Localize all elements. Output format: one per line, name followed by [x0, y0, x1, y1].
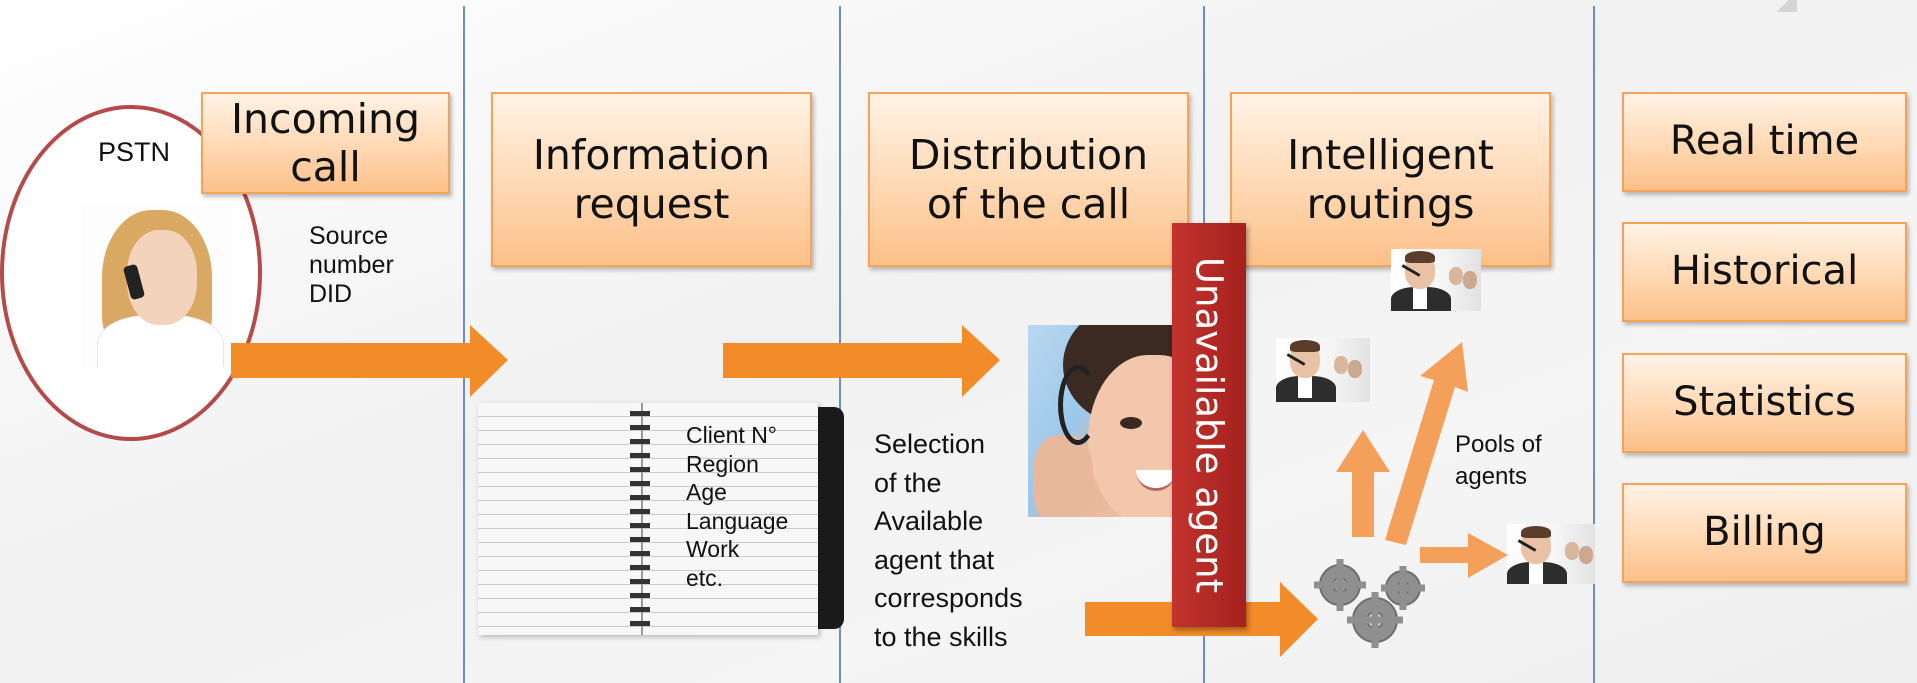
agent-avatar-top	[1391, 249, 1481, 311]
source-number-text: Source number DID	[309, 222, 394, 308]
report-statistics: Statistics	[1622, 353, 1907, 453]
corner-decoration	[1769, 0, 1797, 12]
stage-information-request: Information request	[491, 92, 812, 267]
selection-text: Selection of the Available agent that co…	[874, 429, 1023, 652]
agent-avatar-right	[1507, 524, 1595, 584]
arrow-right	[1420, 533, 1508, 578]
client-notebook	[478, 403, 844, 635]
pstn-label: PSTN	[98, 137, 171, 167]
client-fields-text: Client N° Region Age Language Work etc.	[686, 422, 789, 591]
stage-distribution: Distribution of the call	[868, 92, 1189, 267]
stage-incoming-call: Incoming call	[201, 92, 450, 194]
arrow-incoming	[231, 325, 508, 397]
arrow-up	[1336, 430, 1390, 537]
caller-photo	[82, 205, 234, 367]
arrow-information	[723, 325, 1000, 397]
stage-intelligent-routings: Intelligent routings	[1230, 92, 1551, 267]
gears-icon	[1314, 559, 1425, 648]
column-separator-4	[1593, 6, 1595, 683]
report-billing: Billing	[1622, 483, 1907, 583]
pools-of-agents-label: Pools of agents	[1455, 431, 1542, 490]
report-historical: Historical	[1622, 222, 1907, 322]
arrow-diagonal	[1385, 342, 1468, 545]
report-real-time: Real time	[1622, 92, 1907, 192]
unavailable-agent-banner: Unavailable agent	[1172, 223, 1246, 627]
unavailable-agent-label: Unavailable agent	[1187, 256, 1231, 594]
agent-photo	[1028, 325, 1178, 517]
agent-avatar-middle	[1276, 338, 1370, 402]
